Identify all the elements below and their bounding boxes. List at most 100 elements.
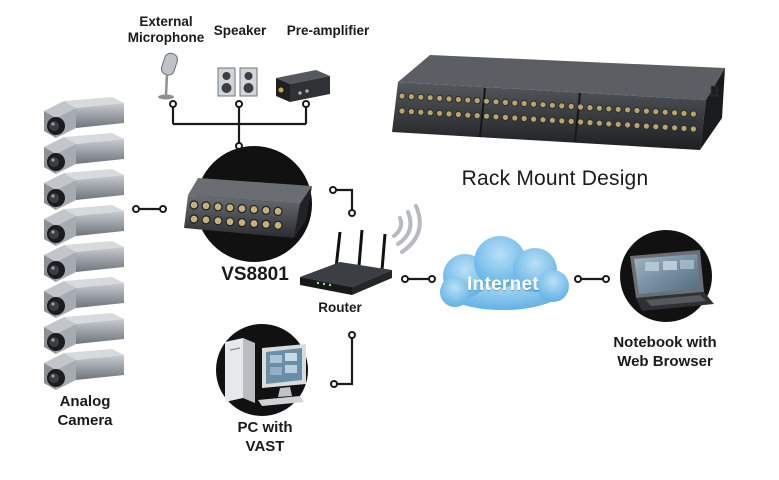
vs8801-port — [261, 219, 271, 229]
pre-amplifier-icon — [276, 70, 330, 102]
rack-port — [661, 123, 669, 131]
rack-port — [558, 117, 566, 125]
vs8801-port — [225, 203, 235, 213]
pc-image — [216, 324, 308, 416]
rack-port — [689, 110, 698, 118]
rack-port — [624, 121, 632, 129]
vs8801-ports — [189, 200, 283, 230]
vs8801-port — [261, 205, 271, 215]
internet-label: Internet — [466, 274, 540, 295]
vs8801-port — [249, 218, 259, 229]
rack-port — [680, 109, 688, 118]
vs8801-port — [201, 215, 211, 225]
rack-port — [464, 96, 472, 104]
analog-camera-icon — [44, 97, 124, 138]
rack-port — [398, 107, 406, 115]
router-image — [300, 229, 392, 295]
rack-port — [426, 109, 434, 117]
rack-port — [652, 123, 660, 131]
rack-port — [483, 97, 491, 105]
rack-port — [642, 122, 651, 130]
rack-port — [464, 111, 472, 119]
rack-port — [511, 99, 519, 107]
rack-port — [567, 102, 575, 111]
rack-port — [436, 94, 444, 102]
rack-port — [624, 106, 632, 114]
rack-port — [407, 93, 415, 101]
rack-port — [614, 120, 622, 128]
rack-port — [605, 120, 613, 128]
wifi-signal-icon — [392, 204, 422, 254]
rack-port — [567, 117, 575, 126]
speaker-icon — [217, 67, 258, 97]
vs8801-port — [213, 202, 223, 212]
rack-port — [407, 108, 415, 116]
rack-port — [548, 101, 557, 109]
analog-camera-icon — [44, 277, 124, 318]
speaker-label: Speaker — [213, 23, 267, 38]
rack-port — [633, 121, 641, 130]
rack-port — [530, 100, 538, 108]
rack-port — [614, 105, 622, 113]
analog-camera-stack — [44, 97, 124, 390]
analog-camera-icon — [44, 133, 124, 174]
microphone-icon — [158, 52, 178, 100]
rack-port — [417, 93, 425, 101]
pc-label: PC with VAST — [237, 419, 293, 455]
vs8801-port — [273, 206, 283, 216]
external-microphone-label: External Microphone — [127, 14, 205, 45]
rack-port — [539, 116, 547, 124]
pre-amplifier-label: Pre-amplifier — [286, 23, 370, 38]
rack-port — [492, 113, 500, 121]
rack-port — [633, 106, 641, 115]
vs8801-label: VS8801 — [221, 264, 289, 285]
rack-port — [445, 95, 453, 103]
analog-camera-label: Analog Camera — [57, 393, 113, 429]
vs8801-device-image — [184, 146, 312, 262]
rack-port — [586, 119, 594, 127]
rack-port — [671, 124, 679, 132]
rack-port — [454, 110, 462, 119]
analog-camera-icon — [44, 349, 124, 390]
router-to-pc-connector — [334, 335, 354, 386]
rack-port — [661, 108, 669, 116]
rack-port — [492, 98, 500, 106]
notebook-label: Notebook with Web Browser — [613, 334, 717, 370]
rack-port — [511, 114, 519, 122]
rack-port — [577, 103, 585, 111]
vs8801-port — [249, 204, 259, 215]
vs8801-port — [213, 216, 223, 226]
rack-port — [671, 109, 679, 117]
rack-port — [426, 94, 434, 102]
rack-port — [680, 124, 688, 132]
vs8801-port — [189, 214, 199, 224]
analog-camera-icon — [44, 313, 124, 354]
rack-port — [548, 116, 557, 124]
rack-port — [445, 110, 453, 118]
rack-port — [501, 113, 509, 122]
rack-port — [417, 108, 425, 116]
rack-ports — [398, 92, 698, 133]
rack-port — [689, 125, 698, 133]
internet-cloud-icon — [440, 236, 569, 310]
analog-camera-icon — [44, 241, 124, 282]
rack-port — [642, 107, 651, 115]
rack-port — [454, 95, 462, 104]
vs8801-port — [189, 200, 199, 210]
vs8801-port — [225, 217, 235, 227]
rack-port — [577, 118, 585, 126]
notebook-image — [620, 230, 714, 322]
rack-port — [595, 119, 604, 127]
vs8801-port — [237, 204, 247, 214]
rack-port — [473, 97, 481, 105]
rack-mount-label: Rack Mount Design — [461, 167, 649, 190]
rack-port — [652, 108, 660, 116]
rack-mount-image — [392, 55, 725, 150]
rack-port — [398, 92, 406, 100]
rack-port — [520, 99, 528, 108]
analog-camera-icon — [44, 169, 124, 210]
vs8801-port — [201, 201, 211, 211]
analog-camera-icon — [44, 205, 124, 246]
